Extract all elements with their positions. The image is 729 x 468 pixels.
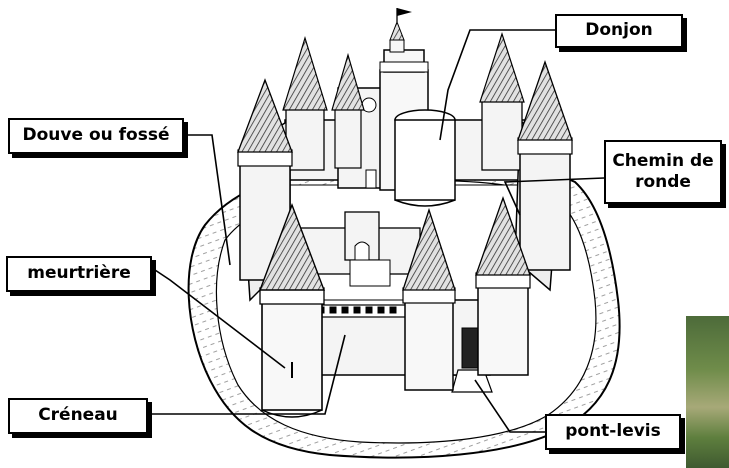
- label-donjon: Donjon: [555, 14, 683, 48]
- label-pont-levis: pont-levis: [545, 414, 681, 450]
- label-meurtriere: meurtrière: [6, 256, 152, 292]
- drawbridge-opening: [462, 328, 478, 368]
- keep-turret-body: [395, 120, 455, 200]
- keep-door: [366, 170, 376, 188]
- inner-gate-arch: [355, 242, 369, 260]
- keep-spire: [390, 22, 404, 40]
- keep-spire-base: [390, 40, 404, 52]
- tower-back-mid: [332, 55, 364, 168]
- landscape-photo-fragment: [686, 316, 729, 468]
- inner-stair: [350, 260, 390, 286]
- flag-icon: [397, 8, 412, 16]
- label-chemin-de-ronde: Chemin de ronde: [604, 140, 722, 204]
- keep-crenels: [380, 62, 428, 72]
- label-douve: Douve ou fossé: [8, 118, 184, 154]
- tower-right: [518, 62, 572, 270]
- label-creneau: Créneau: [8, 398, 148, 434]
